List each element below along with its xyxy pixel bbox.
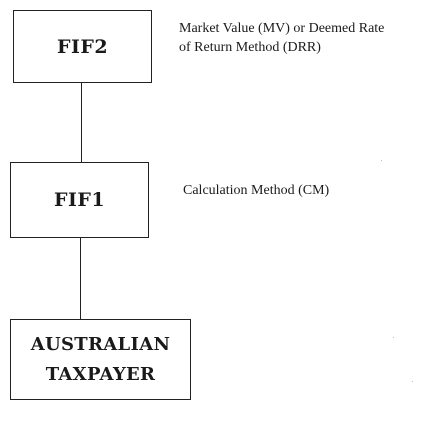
fif1-box: FIF1 <box>10 162 149 238</box>
fif2-method-line1: Market Value (MV) or Deemed Rate <box>179 21 385 36</box>
fif2-box: FIF2 <box>13 10 152 83</box>
fif1-method-annotation: Calculation Method (CM) <box>183 181 329 200</box>
connector-fif2-to-fif1 <box>81 83 82 162</box>
taxpayer-label-line1: AUSTRALIAN <box>30 333 171 355</box>
australian-taxpayer-box: AUSTRALIAN TAXPAYER <box>10 319 191 400</box>
fif1-label: FIF1 <box>53 189 106 211</box>
scan-speck <box>393 337 394 338</box>
scan-speck <box>412 381 413 382</box>
connector-fif1-to-taxpayer <box>80 238 81 319</box>
fif2-method-line2: of Return Method (DRR) <box>179 40 321 55</box>
taxpayer-label-line2: TAXPAYER <box>45 363 156 385</box>
fif1-method-line1: Calculation Method (CM) <box>183 183 330 198</box>
fif2-label: FIF2 <box>56 35 109 58</box>
fif2-method-annotation: Market Value (MV) or Deemed Rate of Retu… <box>179 19 384 57</box>
scan-speck <box>381 160 382 161</box>
